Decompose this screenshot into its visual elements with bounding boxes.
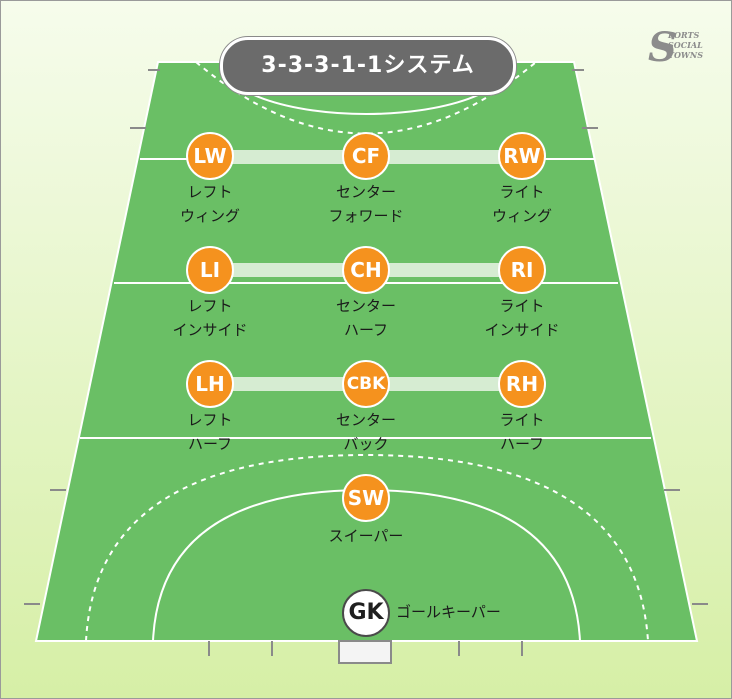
label-li: レフトインサイド [172, 297, 248, 339]
label-gk: ゴールキーパー [396, 603, 501, 621]
label-lh: レフトハーフ [187, 411, 233, 453]
label-lw: レフトウィング [179, 183, 240, 225]
top-shooting-circle [220, 62, 512, 115]
label-ri: ライトインサイド [484, 297, 560, 339]
player-rw: RW [498, 132, 546, 180]
formation-title: 3-3-3-1-1システム [220, 37, 516, 95]
player-ri: RI [498, 246, 546, 294]
player-rh: RH [498, 360, 546, 408]
side-ticks [24, 69, 708, 656]
label-cf: センターフォワード [328, 183, 404, 225]
player-gk: GK [342, 589, 390, 637]
player-cbk: CBK [342, 360, 390, 408]
player-cf: CF [342, 132, 390, 180]
player-li: LI [186, 246, 234, 294]
bottom-dashed-arc [85, 453, 649, 641]
player-lw: LW [186, 132, 234, 180]
player-ch: CH [342, 246, 390, 294]
label-cbk: センターバック [335, 411, 396, 453]
label-ch: センターハーフ [335, 297, 396, 339]
player-sw: SW [342, 474, 390, 522]
player-lh: LH [186, 360, 234, 408]
label-rh: ライトハーフ [499, 411, 545, 453]
sports-social-towns-logo: S PORTS SOCIAL TOWNS [648, 24, 703, 71]
label-sw: スイーパー [328, 527, 404, 545]
label-rw: ライトウィング [491, 183, 552, 225]
goal [338, 640, 392, 664]
